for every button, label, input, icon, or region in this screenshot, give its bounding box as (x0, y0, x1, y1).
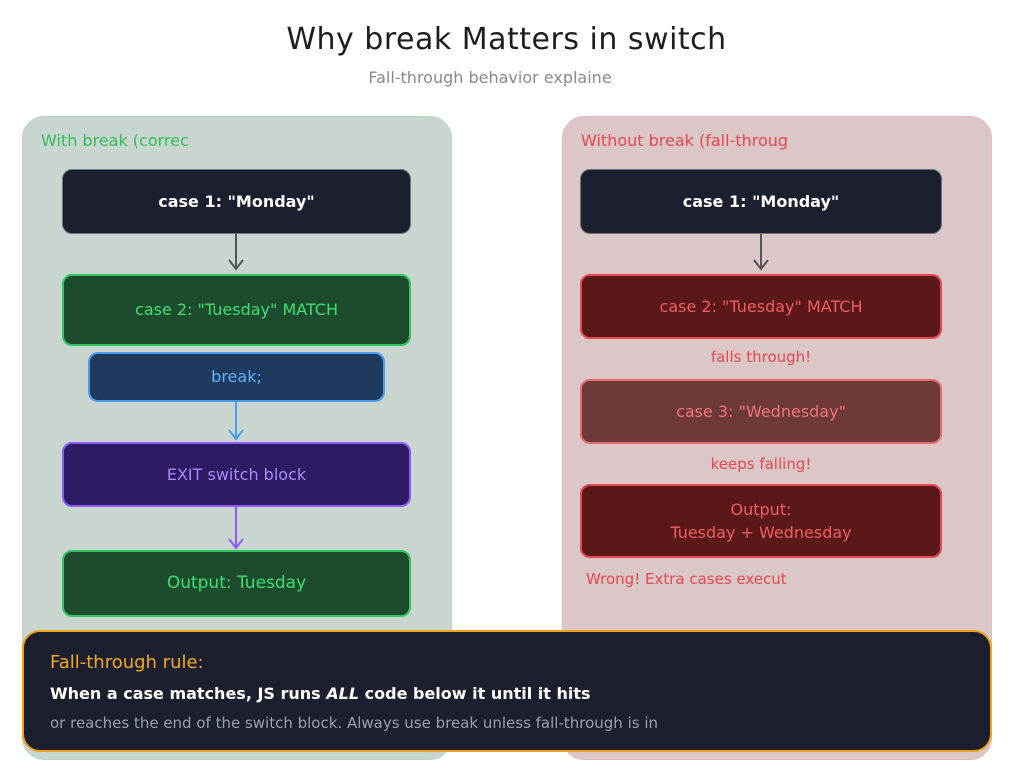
left-arrow-2 (228, 402, 244, 441)
right-case1-box: case 1: "Monday" (580, 169, 942, 234)
left-case1-box: case 1: "Monday" (62, 169, 411, 234)
rule-line1-emphasis: ALL (326, 684, 360, 703)
left-output-box: Output: Tuesday (62, 550, 411, 617)
right-case3-box: case 3: "Wednesday" (580, 379, 942, 444)
right-output-box: Output: Tuesday + Wednesday (580, 484, 942, 558)
diagram-subtitle: Fall-through behavior explaine (368, 68, 612, 87)
keeps-falling-note: keeps falling! (710, 455, 812, 473)
rule-title: Fall-through rule: (50, 652, 204, 673)
with-break-label: With break (correc (41, 131, 189, 150)
left-break-box: break; (88, 352, 385, 402)
right-arrow-1 (753, 234, 769, 271)
falls-through-note: falls through! (710, 348, 812, 366)
without-break-label: Without break (fall-throug (581, 131, 789, 150)
left-arrow-1 (228, 234, 244, 271)
diagram-title: Why break Matters in switch (286, 22, 727, 57)
right-output-value: Tuesday + Wednesday (670, 523, 852, 542)
right-case2-box: case 2: "Tuesday" MATCH (580, 274, 942, 339)
right-output-label: Output: (730, 499, 792, 519)
left-exit-box: EXIT switch block (62, 442, 411, 507)
fall-through-rule-box: Fall-through rule: When a case matches, … (22, 630, 992, 752)
rule-line1-post: code below it until it hits (359, 684, 591, 703)
rule-line1: When a case matches, JS runs ALL code be… (50, 684, 591, 703)
rule-line2: or reaches the end of the switch block. … (50, 714, 659, 732)
rule-line1-pre: When a case matches, JS runs (50, 684, 327, 703)
wrong-warning: Wrong! Extra cases execut (586, 570, 787, 588)
left-case2-box: case 2: "Tuesday" MATCH (62, 274, 411, 346)
left-arrow-3 (228, 507, 244, 550)
